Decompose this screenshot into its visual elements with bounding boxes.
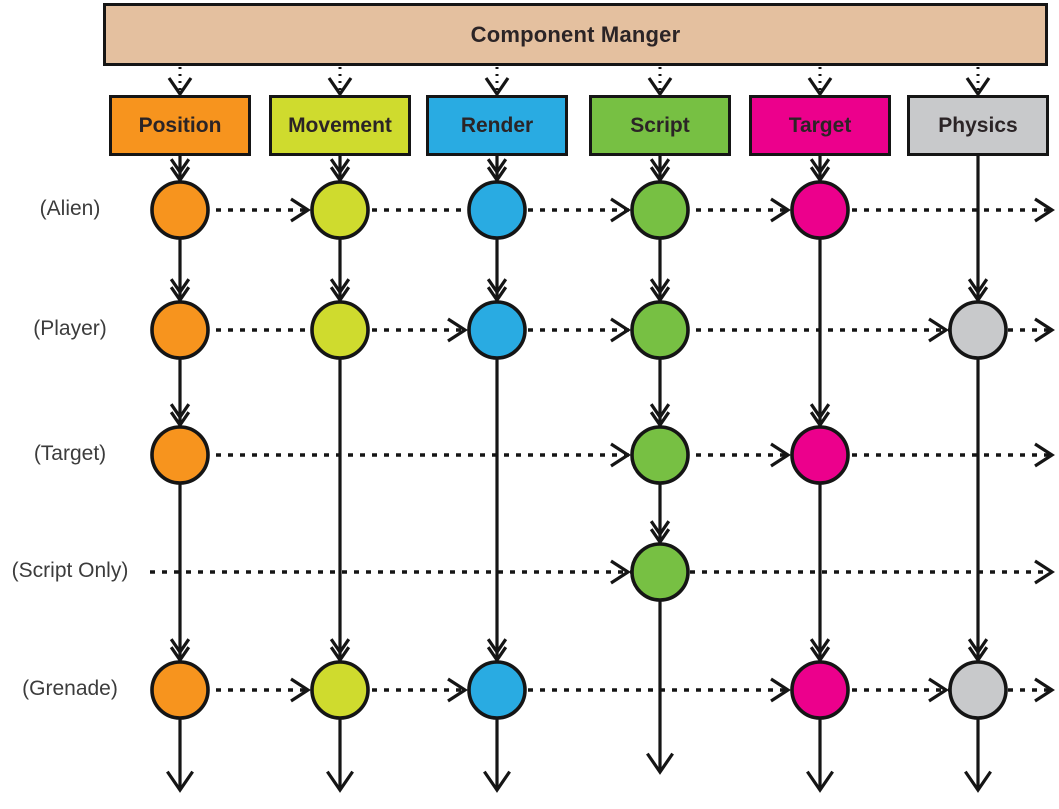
component-node-grenade-render (467, 660, 527, 720)
row-label-target: (Target) (33, 442, 107, 465)
column-header-label: Position (138, 113, 222, 137)
column-header-physics: Physics (907, 95, 1049, 156)
row-label-player: (Player) (33, 317, 107, 340)
component-node-alien-render (467, 180, 527, 240)
component-node-alien-movement (310, 180, 370, 240)
column-header-target: Target (749, 95, 891, 156)
component-node-target-position (150, 425, 210, 485)
row-label-grenade: (Grenade) (22, 677, 118, 700)
column-header-script: Script (589, 95, 731, 156)
column-header-position: Position (109, 95, 251, 156)
column-header-label: Physics (938, 113, 1018, 137)
component-node-script-only-script (630, 542, 690, 602)
component-node-grenade-target (790, 660, 850, 720)
component-node-alien-script (630, 180, 690, 240)
component-node-player-script (630, 300, 690, 360)
component-node-grenade-movement (310, 660, 370, 720)
row-label-alien: (Alien) (39, 197, 101, 220)
column-header-label: Script (630, 113, 690, 137)
component-node-grenade-physics (948, 660, 1008, 720)
component-node-alien-position (150, 180, 210, 240)
component-node-player-position (150, 300, 210, 360)
column-header-render: Render (426, 95, 568, 156)
row-label-script-only: (Script Only) (11, 559, 129, 582)
banner-title: Component Manger (470, 21, 681, 47)
component-node-player-movement (310, 300, 370, 360)
column-header-label: Target (788, 113, 852, 137)
column-header-movement: Movement (269, 95, 411, 156)
column-header-label: Movement (288, 113, 392, 137)
column-header-label: Render (460, 113, 534, 137)
component-manager-banner: Component Manger (103, 3, 1048, 66)
component-node-target-target (790, 425, 850, 485)
component-node-grenade-position (150, 660, 210, 720)
component-node-alien-target (790, 180, 850, 240)
component-node-player-render (467, 300, 527, 360)
component-node-player-physics (948, 300, 1008, 360)
component-node-target-script (630, 425, 690, 485)
